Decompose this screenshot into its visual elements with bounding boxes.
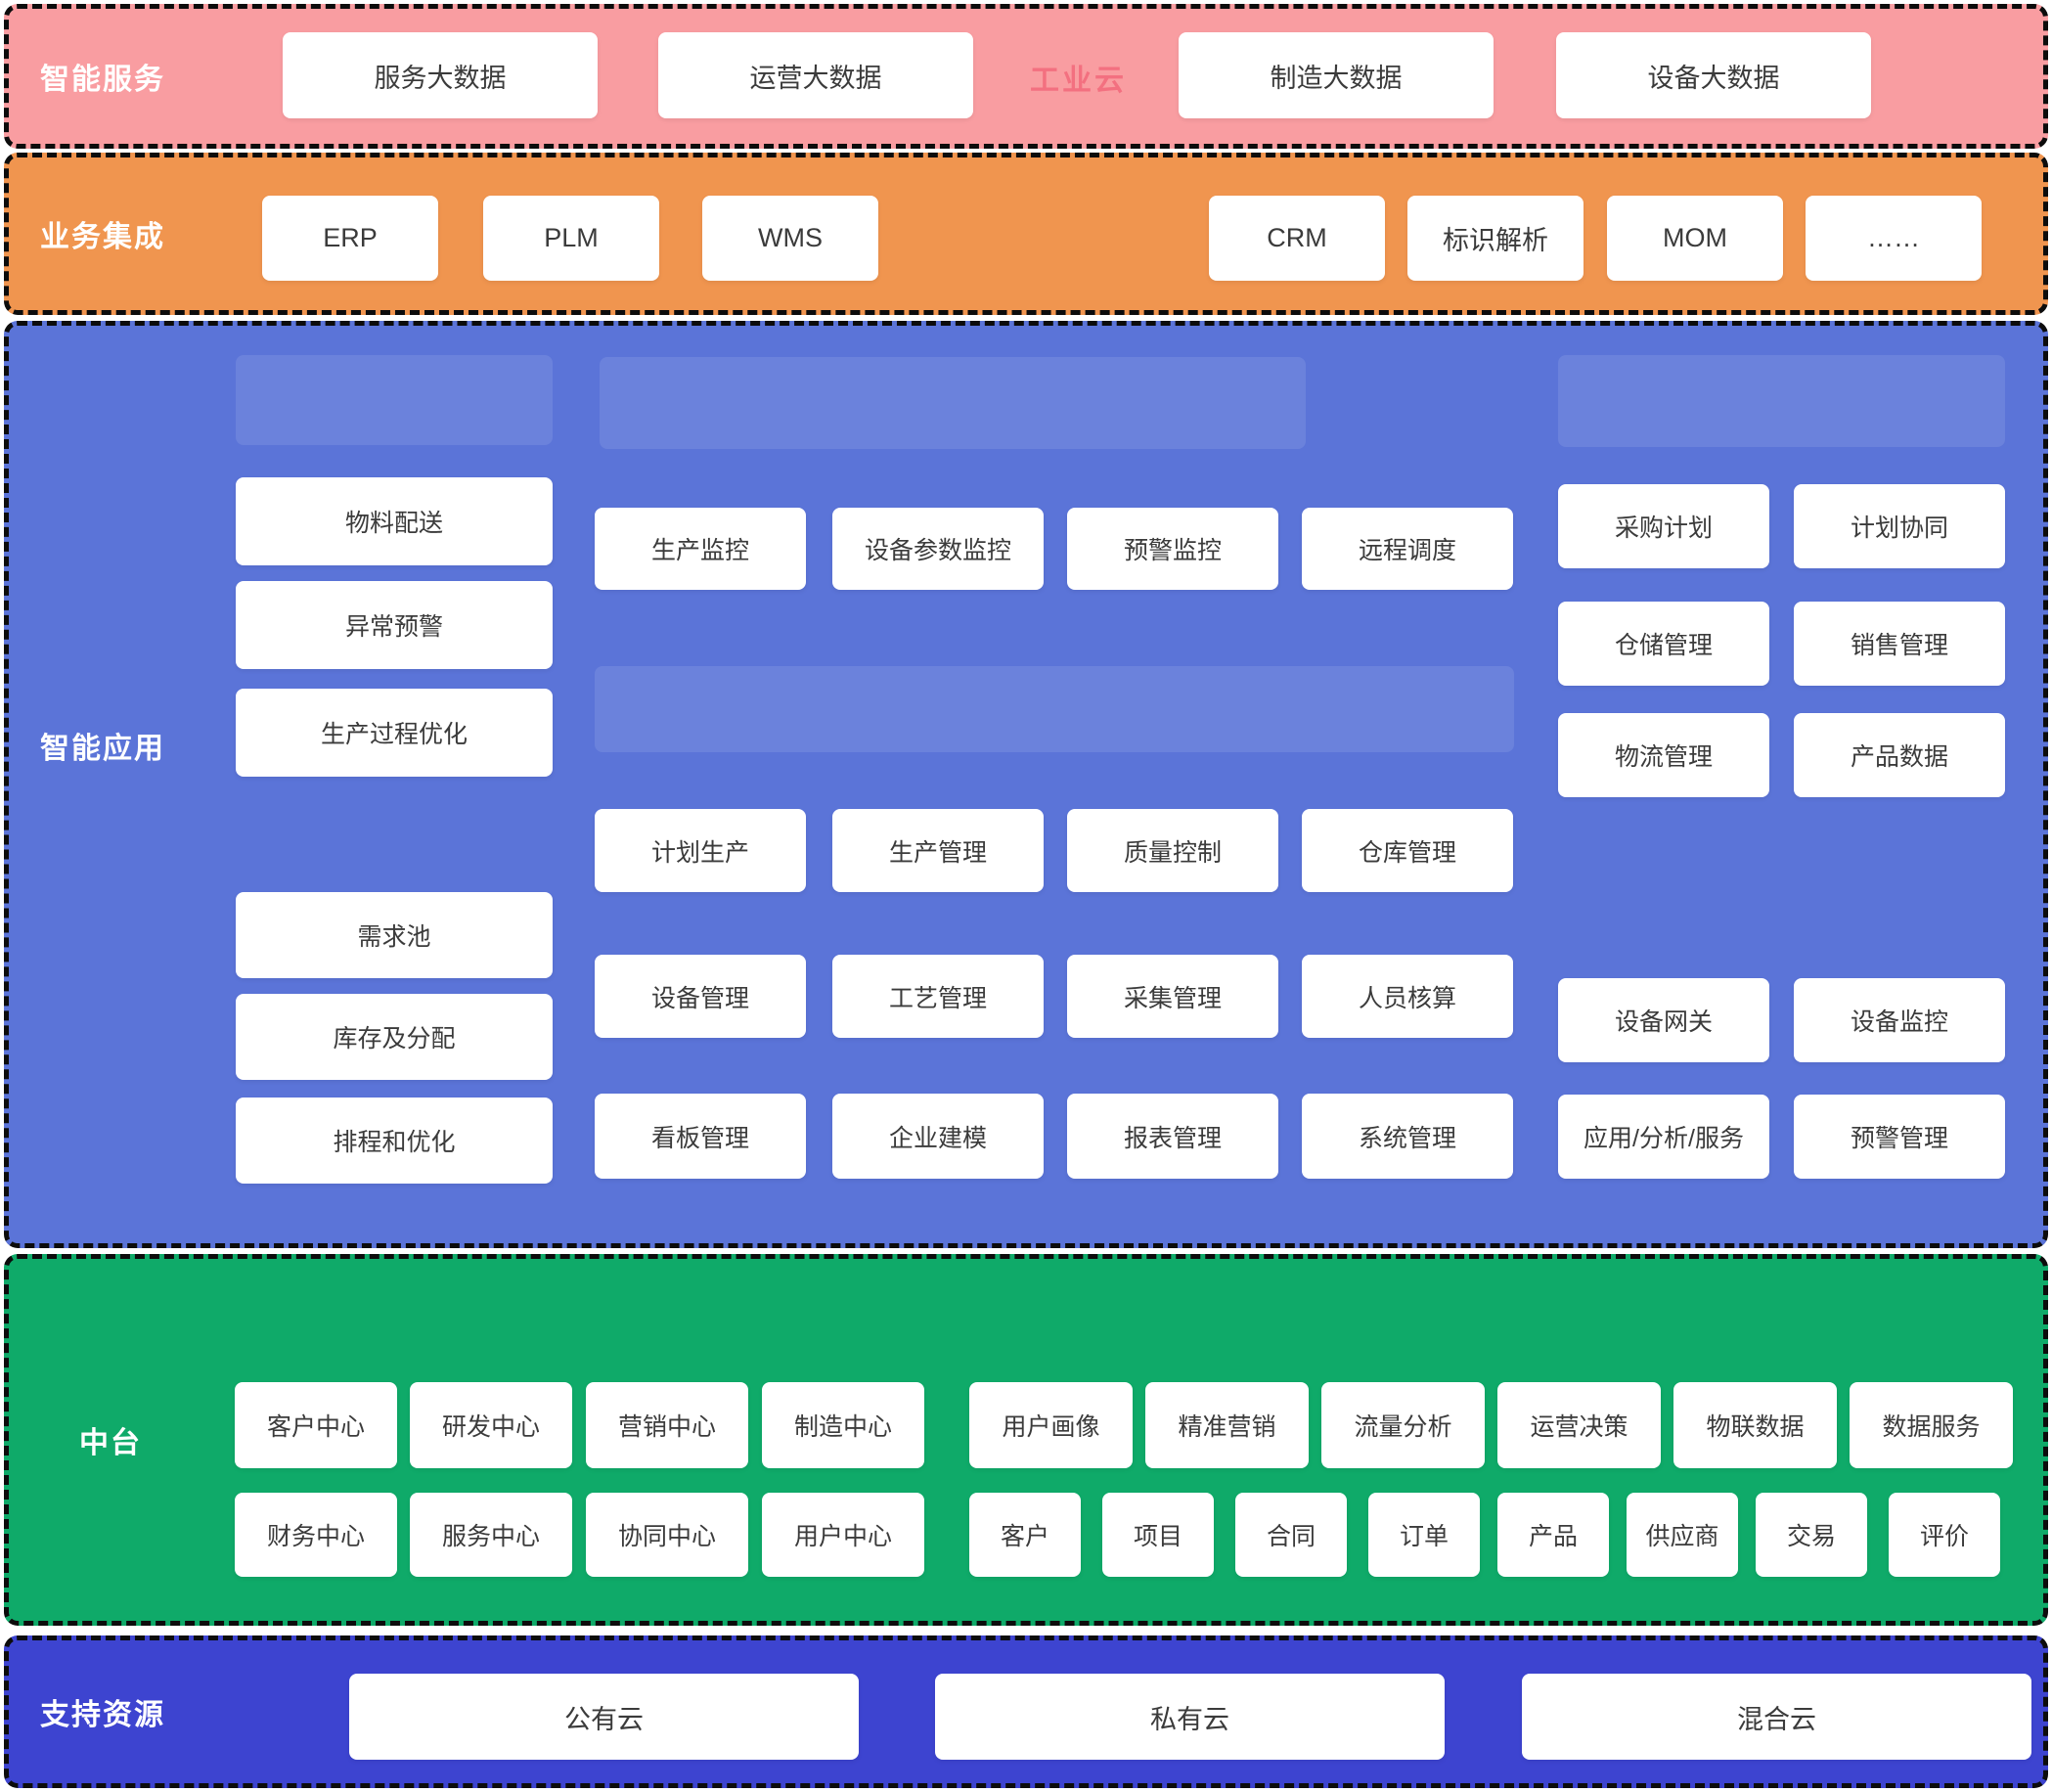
app-box: 计划生产 — [595, 809, 806, 892]
band-label: 智能应用 — [40, 733, 165, 765]
integration-box: ERP — [262, 196, 438, 281]
platform-box: 物联数据 — [1673, 1382, 1837, 1468]
integration-box: CRM — [1209, 196, 1385, 281]
band-label: 智能服务 — [40, 64, 165, 96]
app-box: 企业建模 — [832, 1094, 1044, 1179]
app-box: 计划协同 — [1794, 484, 2005, 568]
platform-box: 产品 — [1497, 1493, 1609, 1577]
resource-box: 公有云 — [349, 1674, 859, 1760]
platform-box: 用户中心 — [762, 1493, 924, 1577]
app-box: 排程和优化 — [236, 1098, 553, 1184]
app-box: 物料配送 — [236, 477, 553, 565]
platform-box: 协同中心 — [586, 1493, 748, 1577]
service-box: 运营大数据 — [658, 32, 973, 118]
app-box: 远程调度 — [1302, 508, 1513, 590]
app-box: 物流管理 — [1558, 713, 1769, 797]
platform-box: 供应商 — [1627, 1493, 1738, 1577]
ghost-slot — [600, 357, 1306, 449]
app-box: 异常预警 — [236, 581, 553, 669]
platform-box: 精准营销 — [1145, 1382, 1309, 1468]
resource-box: 私有云 — [935, 1674, 1445, 1760]
service-box: 制造大数据 — [1179, 32, 1494, 118]
platform-box: 财务中心 — [235, 1493, 397, 1577]
platform-box: 营销中心 — [586, 1382, 748, 1468]
app-box: 采购计划 — [1558, 484, 1769, 568]
app-box: 看板管理 — [595, 1094, 806, 1179]
app-box: 库存及分配 — [236, 994, 553, 1080]
app-box: 生产管理 — [832, 809, 1044, 892]
band-label: 业务集成 — [40, 221, 165, 253]
service-box: 设备大数据 — [1556, 32, 1871, 118]
app-box: 应用/分析/服务 — [1558, 1095, 1769, 1179]
platform-box: 用户画像 — [969, 1382, 1133, 1468]
integration-box: MOM — [1607, 196, 1783, 281]
platform-box: 客户 — [969, 1493, 1081, 1577]
integration-box: PLM — [483, 196, 659, 281]
app-box: 预警管理 — [1794, 1095, 2005, 1179]
app-box: 设备参数监控 — [832, 508, 1044, 590]
ghost-slot — [1558, 355, 2005, 447]
platform-box: 制造中心 — [762, 1382, 924, 1468]
ghost-slot — [236, 355, 553, 445]
platform-box: 订单 — [1368, 1493, 1480, 1577]
app-box: 质量控制 — [1067, 809, 1278, 892]
app-box: 产品数据 — [1794, 713, 2005, 797]
app-box: 设备管理 — [595, 955, 806, 1038]
platform-box: 合同 — [1235, 1493, 1347, 1577]
app-box: 报表管理 — [1067, 1094, 1278, 1179]
service-box: 服务大数据 — [283, 32, 598, 118]
platform-box: 交易 — [1756, 1493, 1867, 1577]
platform-box: 客户中心 — [235, 1382, 397, 1468]
band-business-integration: 业务集成 ERP PLM WMS CRM 标识解析 MOM …… — [4, 153, 2048, 315]
platform-box: 运营决策 — [1497, 1382, 1661, 1468]
app-box: 销售管理 — [1794, 602, 2005, 686]
app-box: 设备网关 — [1558, 978, 1769, 1062]
industrial-cloud-watermark: 工业云 — [1030, 65, 1127, 97]
app-box: 生产监控 — [595, 508, 806, 590]
platform-box: 项目 — [1102, 1493, 1214, 1577]
band-label: 中台 — [79, 1427, 142, 1459]
app-box: 仓库管理 — [1302, 809, 1513, 892]
platform-box: 流量分析 — [1321, 1382, 1485, 1468]
integration-box: 标识解析 — [1407, 196, 1584, 281]
platform-box: 研发中心 — [410, 1382, 572, 1468]
app-box: 设备监控 — [1794, 978, 2005, 1062]
ghost-slot — [595, 666, 1514, 752]
app-box: 仓储管理 — [1558, 602, 1769, 686]
band-supporting-resources: 支持资源 公有云 私有云 混合云 — [4, 1635, 2048, 1788]
app-box: 需求池 — [236, 892, 553, 978]
platform-box: 评价 — [1889, 1493, 2000, 1577]
app-box: 系统管理 — [1302, 1094, 1513, 1179]
platform-box: 数据服务 — [1850, 1382, 2013, 1468]
integration-box: …… — [1806, 196, 1982, 281]
integration-box: WMS — [702, 196, 878, 281]
app-box: 人员核算 — [1302, 955, 1513, 1038]
app-box: 生产过程优化 — [236, 689, 553, 777]
resource-box: 混合云 — [1522, 1674, 2031, 1760]
band-intelligent-applications: 智能应用 物料配送 异常预警 生产过程优化 需求池 库存及分配 排程和优化 生产… — [4, 321, 2048, 1248]
band-label: 支持资源 — [40, 1699, 165, 1731]
band-intelligent-services: 智能服务 工业云 服务大数据 运营大数据 制造大数据 设备大数据 — [4, 4, 2048, 149]
app-box: 预警监控 — [1067, 508, 1278, 590]
band-middle-platform: 中台 客户中心 研发中心 营销中心 制造中心 用户画像 精准营销 流量分析 运营… — [4, 1254, 2048, 1626]
platform-box: 服务中心 — [410, 1493, 572, 1577]
app-box: 工艺管理 — [832, 955, 1044, 1038]
app-box: 采集管理 — [1067, 955, 1278, 1038]
